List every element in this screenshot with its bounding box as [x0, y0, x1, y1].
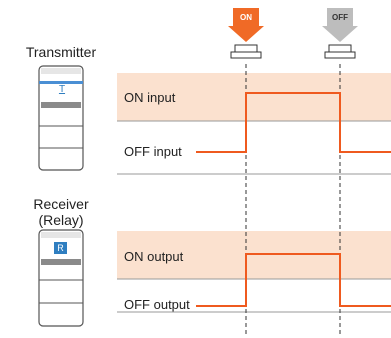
output-signal-waveform: [196, 253, 391, 307]
on-input-label: ON input: [124, 90, 176, 105]
transmitter-label: Transmitter: [25, 44, 97, 60]
input-signal-waveform: [196, 92, 391, 153]
off-push-button-icon: [324, 44, 356, 59]
on-input-band: [117, 73, 391, 121]
on-push-button-icon: [230, 44, 262, 59]
off-output-label: OFF output: [124, 297, 190, 312]
receiver-device-icon: [38, 229, 84, 327]
on-output-label: ON output: [124, 249, 184, 264]
on-arrow-label: ON: [240, 13, 252, 22]
off-arrow-icon: [322, 8, 358, 42]
receiver-label: Receiver: [33, 196, 89, 212]
off-input-label: OFF input: [124, 144, 182, 159]
transmitter-badge: T: [58, 84, 66, 95]
receiver-relay-label: (Relay): [38, 212, 84, 228]
on-arrow-icon: [228, 8, 264, 42]
receiver-badge: R: [57, 243, 64, 253]
off-arrow-label: OFF: [332, 13, 348, 22]
transmitter-device-icon: [38, 65, 84, 171]
